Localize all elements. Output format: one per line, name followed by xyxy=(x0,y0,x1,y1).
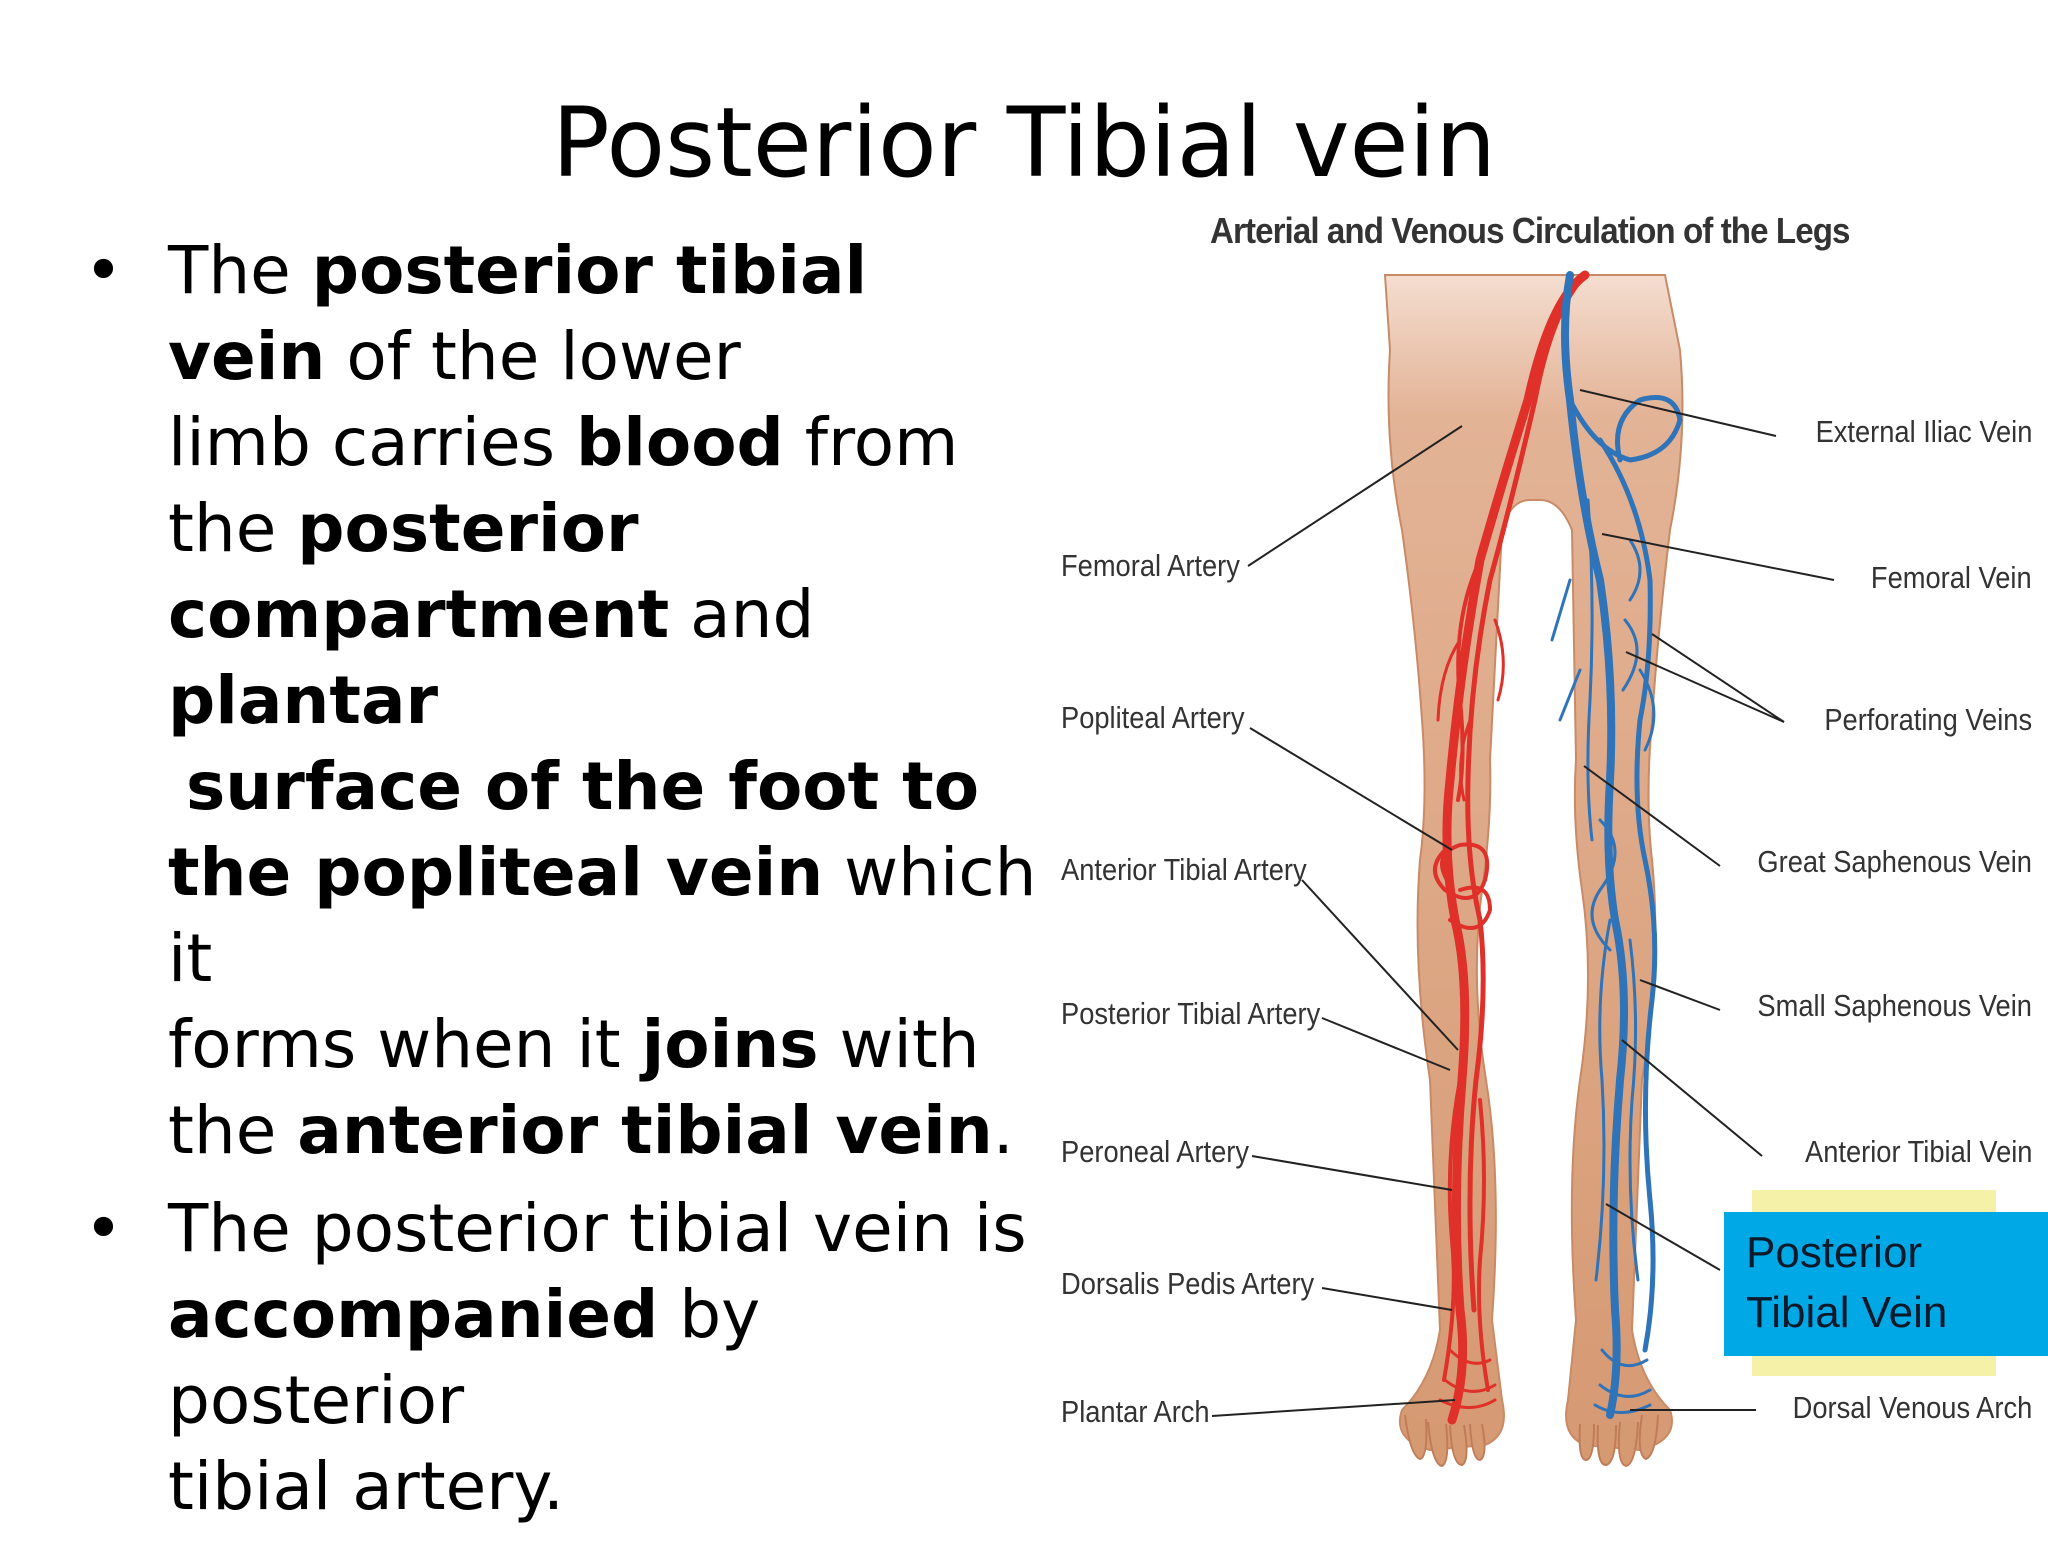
label-small-saphenous-vein: Small Saphenous Vein xyxy=(1757,988,2032,1023)
callout-line-1: Posterior xyxy=(1746,1228,1923,1277)
label-anterior-tibial-artery: Anterior Tibial Artery xyxy=(1061,852,1307,887)
label-anterior-tibial-vein: Anterior Tibial Vein xyxy=(1804,1134,2032,1169)
figure-title: Arterial and Venous Circulation of the L… xyxy=(1210,210,1850,251)
label-great-saphenous-vein: Great Saphenous Vein xyxy=(1757,844,2032,879)
slide-title: Posterior Tibial vein xyxy=(551,87,1497,199)
right-toes xyxy=(1578,1414,1659,1468)
label-popliteal-artery: Popliteal Artery xyxy=(1061,700,1245,735)
label-perforating-veins: Perforating Veins xyxy=(1824,702,2032,737)
label-femoral-vein: Femoral Vein xyxy=(1871,560,2032,595)
label-femoral-artery: Femoral Artery xyxy=(1061,548,1240,583)
vein-tree xyxy=(1550,271,1683,1419)
label-peroneal-artery: Peroneal Artery xyxy=(1061,1134,1250,1169)
left-toes xyxy=(1404,1414,1486,1468)
artery-tree xyxy=(1433,270,1590,1425)
callout-line-2: Tibial Vein xyxy=(1746,1288,1948,1337)
label-posterior-tibial-artery: Posterior Tibial Artery xyxy=(1061,996,1321,1031)
label-dorsalis-pedis-artery: Dorsalis Pedis Artery xyxy=(1061,1266,1315,1301)
label-dorsal-venous-arch: Dorsal Venous Arch xyxy=(1792,1390,2032,1425)
label-external-iliac-vein: External Iliac Vein xyxy=(1815,414,2032,449)
leg-circulation-figure: Arterial and Venous Circulation of the L… xyxy=(1040,200,2048,1536)
bullet-item: • The posterior tibial vein is accompani… xyxy=(80,1186,1040,1530)
legs-illustration xyxy=(1211,270,1835,1468)
posterior-tibial-vein-callout: Posterior Tibial Vein xyxy=(1724,1212,2048,1356)
bullet-item: • The posterior tibial vein of the lower… xyxy=(80,228,1040,1174)
bullet-dot-icon: • xyxy=(84,232,123,309)
bullet-dot-icon: • xyxy=(84,1190,123,1267)
bullet-list: • The posterior tibial vein of the lower… xyxy=(80,228,1040,1542)
label-leader-lines xyxy=(1211,389,1835,1417)
label-plantar-arch: Plantar Arch xyxy=(1061,1394,1210,1429)
